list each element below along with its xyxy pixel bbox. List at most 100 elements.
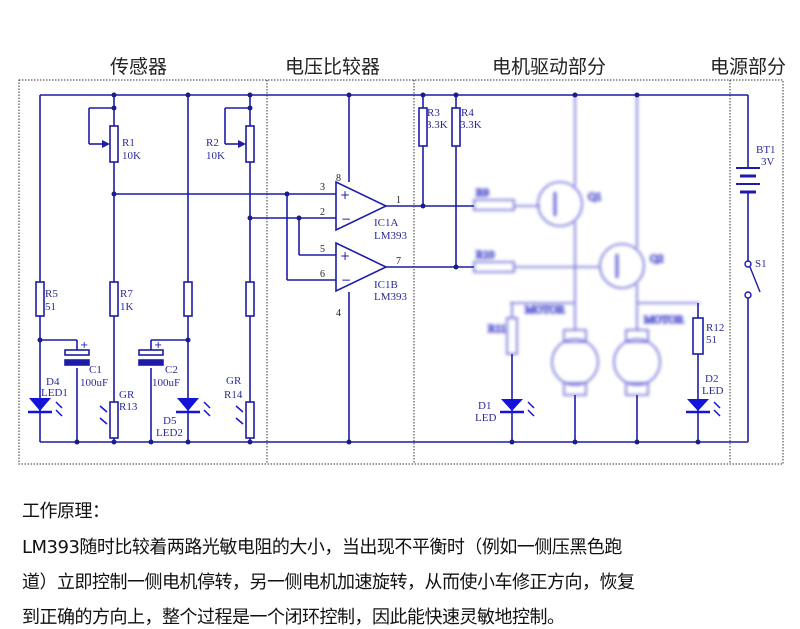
label-Q2: Q2 [650, 253, 663, 265]
label-IC1A-ref: IC1A [374, 217, 399, 229]
label-R1-value: 10K [122, 150, 141, 162]
label-IC1B-ref: IC1B [374, 279, 398, 291]
description-line: LM393随时比较着两路光敏电阻的大小，当出现不平衡时（例如一侧压黑色跑 [22, 537, 622, 558]
wires [39, 94, 749, 443]
label-R14-type: GR [226, 375, 242, 387]
battery-BT1 [736, 167, 760, 194]
section-title-comparator: 电压比较器 [285, 56, 381, 78]
motor-M2-top [625, 329, 649, 343]
label-BT1-ref: BT1 [756, 144, 776, 156]
label-C2-ref: C2 [165, 364, 178, 376]
schematic: R9 R10 Q1 Q2 MOTOR MOTOR R11 + [18, 79, 784, 465]
resistor-R7 [109, 281, 119, 317]
motor-M1-top [563, 329, 587, 343]
label-R12-value: 51 [706, 334, 717, 346]
label-R7-value: 1K [120, 301, 134, 313]
label-C1-value: 100uF [80, 377, 108, 389]
transistor-Q2 [599, 243, 645, 289]
led-D5 [176, 398, 211, 417]
switch-S1 [744, 260, 761, 299]
label-D2-value: LED [702, 385, 723, 397]
motor-M1 [551, 338, 599, 386]
label-C2-value: 100uF [152, 377, 180, 389]
resistor-R5 [35, 281, 45, 317]
resistor-R11 [506, 317, 518, 355]
description-line: 道）立即控制一侧电机停转，另一侧电机加速旋转，从而使小车修正方向，恢复 [22, 572, 635, 593]
pin-1: 1 [396, 195, 401, 206]
label-D2-ref: D2 [705, 373, 718, 385]
label-BT1-value: 3V [761, 156, 775, 168]
pin-7: 7 [396, 256, 401, 267]
label-R2-ref: R2 [206, 137, 219, 149]
pin-8: 8 [336, 173, 341, 184]
label-R5-ref: R5 [45, 288, 58, 300]
label-R14-ref: R14 [224, 389, 243, 401]
resistors [35, 107, 461, 439]
wiper-arrow-icon [238, 140, 246, 148]
potentiometer-R1 [109, 125, 119, 163]
svg-text:+: + [340, 249, 350, 263]
comparator-IC1B: + − [335, 241, 388, 293]
motor-lower-wires [511, 303, 704, 442]
label-M1: MOTOR [525, 304, 565, 316]
wiper-arrow-icon [102, 140, 110, 148]
label-Q1: Q1 [588, 191, 601, 203]
transistor-Q1 [537, 181, 583, 227]
label-D4-value: LED1 [41, 387, 68, 399]
label-R13-ref: R13 [119, 401, 138, 413]
label-R13-type: GR [119, 389, 135, 401]
resistor-R3 [418, 107, 428, 147]
label-R5-value: 51 [45, 301, 56, 313]
led-D4 [28, 398, 63, 417]
svg-text:+: + [340, 188, 350, 202]
label-M2: MOTOR [644, 314, 684, 326]
svg-text:−: − [341, 212, 351, 226]
photoresistor-R14 [245, 401, 255, 439]
label-D4-ref: D4 [46, 376, 60, 388]
label-R10: R10 [476, 249, 495, 261]
label-D1-ref: D1 [478, 400, 491, 412]
label-R4-ref: R4 [461, 107, 474, 119]
resistor-R9 [473, 199, 515, 211]
led-D2 [686, 399, 721, 417]
label-R2-value: 10K [206, 150, 225, 162]
photoresistor-R13 [109, 401, 119, 439]
capacitor-C2: + [138, 340, 164, 366]
potentiometer-R2 [245, 125, 255, 163]
label-D1-value: LED [475, 412, 496, 424]
label-IC1A-value: LM393 [374, 230, 408, 242]
label-R3-ref: R3 [427, 107, 440, 119]
svg-text:+: + [154, 340, 162, 351]
resistor-R4 [451, 107, 461, 147]
label-R9: R9 [476, 187, 489, 199]
pin-2: 2 [320, 207, 325, 218]
section-title-power: 电源部分 [710, 56, 787, 78]
label-R3-value: 3.3K [426, 119, 448, 131]
section-borders [18, 79, 784, 465]
label-R7-ref: R7 [120, 288, 133, 300]
resistor-R8 [245, 281, 255, 317]
svg-text:−: − [341, 273, 351, 287]
label-C1-ref: C1 [89, 364, 102, 376]
label-D5-value: LED2 [156, 427, 183, 439]
section-title-motor-drive: 电机驱动部分 [492, 56, 607, 78]
resistor-R12 [692, 317, 704, 355]
description-line: 到正确的方向上，整个过程是一个闭环控制，因此能快速灵敏地控制。 [22, 607, 565, 628]
svg-text:+: + [80, 340, 88, 351]
section-title-sensor: 传感器 [110, 56, 168, 78]
label-R12-ref: R12 [706, 322, 724, 334]
resistor-R6 [183, 281, 193, 317]
resistor-R10 [473, 261, 515, 273]
pin-6: 6 [320, 269, 325, 280]
label-S1-ref: S1 [755, 258, 767, 270]
motor-drive-blurred: R9 R10 Q1 Q2 MOTOR MOTOR R11 [473, 95, 700, 396]
capacitor-C1: + [64, 340, 90, 366]
pin-5: 5 [320, 244, 325, 255]
description-heading: 工作原理： [22, 501, 110, 522]
pin-3: 3 [320, 182, 325, 193]
led-D1 [500, 399, 535, 417]
label-D5-ref: D5 [163, 415, 177, 427]
motor-M2 [613, 338, 661, 386]
label-R1-ref: R1 [122, 137, 135, 149]
schematic-border [18, 79, 784, 465]
